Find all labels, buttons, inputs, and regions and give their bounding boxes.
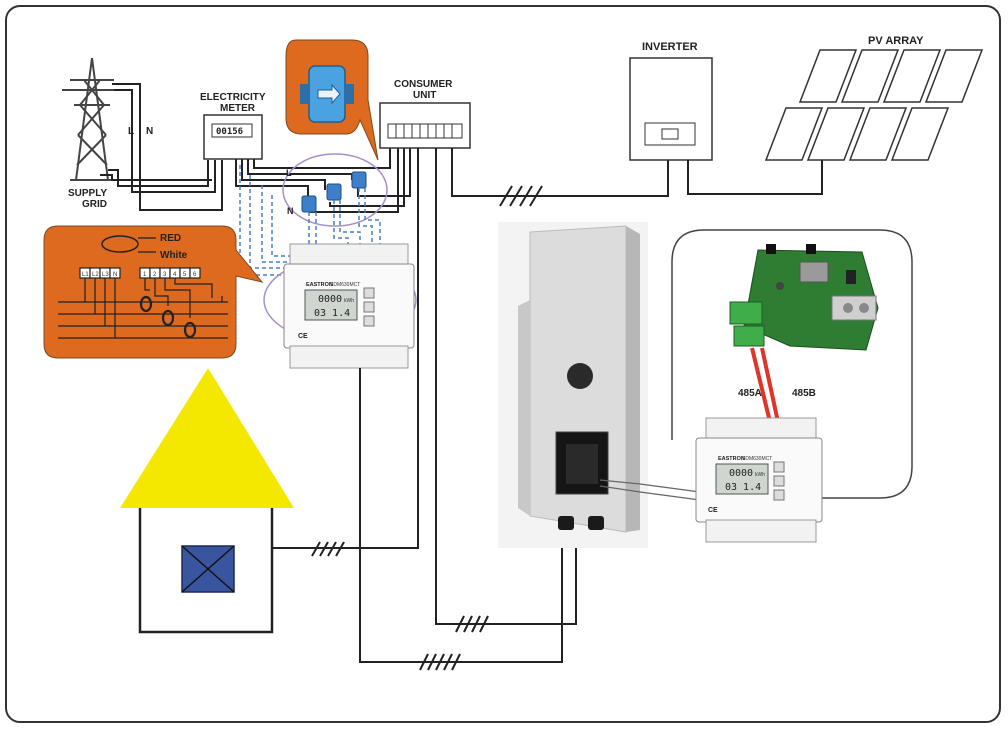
meter-button — [363, 287, 375, 299]
consumer-unit-breakers — [387, 123, 463, 139]
svg-text:L3: L3 — [102, 272, 109, 278]
cu-to-inverter-wire — [451, 148, 669, 197]
inverter-display-screen — [661, 128, 679, 140]
ct-clamp-icon — [301, 195, 317, 213]
grid-l-label: L — [128, 126, 134, 137]
pv-array-label: PV ARRAY — [868, 35, 924, 47]
consumer-unit-label-2: UNIT — [413, 90, 436, 101]
cable-hatch-mark — [311, 541, 345, 557]
ce-mark: CE — [298, 333, 308, 340]
transmission-tower-icon — [62, 57, 122, 181]
cable-gland-icon — [588, 516, 604, 530]
meter1-down-wire — [359, 368, 563, 663]
rs485-cable — [750, 347, 780, 423]
house-roof — [120, 368, 294, 508]
grid-supply-wires — [100, 83, 223, 211]
cable-hatch-mark — [419, 615, 489, 671]
svg-text:6: 6 — [193, 272, 197, 278]
meter2-button — [773, 475, 785, 487]
ct-red-wire-label: RED — [160, 233, 181, 244]
meter-button — [363, 315, 375, 327]
svg-text:L1: L1 — [82, 272, 89, 278]
supply-grid-label-2: GRID — [82, 199, 107, 210]
meter-display-bottom: 03 1.4 — [314, 308, 350, 319]
meter2-unit: kWh — [755, 472, 765, 478]
meter-display-top: 0000 — [318, 294, 342, 305]
consumer-unit-breaker-dividers — [395, 124, 453, 138]
ct-white-wire-label: White — [160, 250, 188, 261]
callout-ct-ring-icons — [139, 295, 197, 339]
svg-text:N: N — [113, 272, 117, 278]
ct-clamp-icon — [326, 183, 342, 201]
energy-meter-1: EASTRON SDM630MCT 0000 03 1.4 kWh CE — [263, 243, 417, 369]
ct-clamps — [301, 171, 367, 213]
battery-inverter-cabinet — [498, 222, 648, 548]
meter-button — [363, 301, 375, 313]
svg-text:2: 2 — [153, 272, 157, 278]
wiring-callout-bubble — [43, 225, 264, 359]
inverter-to-pv-wire — [687, 160, 823, 195]
meter2-lcd — [715, 463, 769, 495]
ct-n-label: N — [287, 206, 294, 216]
ct-coil-icon — [101, 235, 139, 253]
electricity-meter-reading: 00156 — [216, 127, 243, 137]
callout-schematic-lines — [58, 278, 228, 339]
ct-l-label: L — [286, 168, 292, 178]
electricity-meter-display — [211, 123, 253, 138]
rs485-a-label: 485A — [738, 388, 762, 399]
ct-clamp-highlight — [282, 153, 388, 227]
pv-panel-array-icon — [764, 49, 984, 161]
meter-brand: EASTRON — [306, 282, 333, 288]
cabinet-knob-icon — [567, 363, 593, 389]
meter-model: SDM630MCT — [330, 282, 360, 288]
electricity-meter-label: ELECTRICITY — [200, 92, 266, 103]
rs485-group-outline — [671, 229, 913, 499]
cu-down-wires — [272, 148, 577, 625]
house-walls — [138, 508, 274, 634]
cabinet-to-meter2-wire — [599, 479, 701, 501]
electricity-meter-label-2: METER — [220, 103, 256, 114]
supply-grid-label: SUPPLY — [68, 188, 107, 199]
meter2-button — [773, 489, 785, 501]
cable-gland-icon — [558, 516, 574, 530]
meter2-display-bottom: 03 1.4 — [725, 482, 761, 493]
svg-text:5: 5 — [183, 272, 187, 278]
svg-text:3: 3 — [163, 272, 167, 278]
inverter-label: INVERTER — [642, 41, 698, 53]
ct-clamp-icon — [351, 171, 367, 189]
energy-meter-2: EASTRON SDM630MCT 0000 03 1.4 kWh CE — [695, 417, 823, 543]
control-pcb-board — [729, 244, 879, 351]
svg-text:4: 4 — [173, 272, 177, 278]
meter2-display-top: 0000 — [729, 468, 753, 479]
pcb-green-terminal — [729, 301, 763, 325]
meter2-button — [773, 461, 785, 473]
svg-text:1: 1 — [143, 272, 147, 278]
meter-unit: kWh — [344, 298, 354, 304]
ct-clamp-large-icon — [300, 65, 354, 123]
house-window-icon — [181, 545, 235, 593]
rs485-b-label: 485B — [792, 388, 816, 399]
consumer-unit-label: CONSUMER — [394, 79, 453, 90]
meter-lcd — [304, 289, 358, 321]
meter2-model: SDM630MCT — [742, 456, 772, 462]
cable-hatch-mark — [499, 185, 543, 207]
grid-n-label: N — [146, 126, 153, 137]
pcb-green-terminal — [733, 325, 765, 347]
meter2-brand: EASTRON — [718, 456, 745, 462]
terminal-number-labels: L1 L2 L3 N 1 2 3 4 5 6 — [82, 272, 197, 278]
meter2-ce-mark: CE — [708, 507, 718, 514]
svg-text:L2: L2 — [92, 272, 99, 278]
